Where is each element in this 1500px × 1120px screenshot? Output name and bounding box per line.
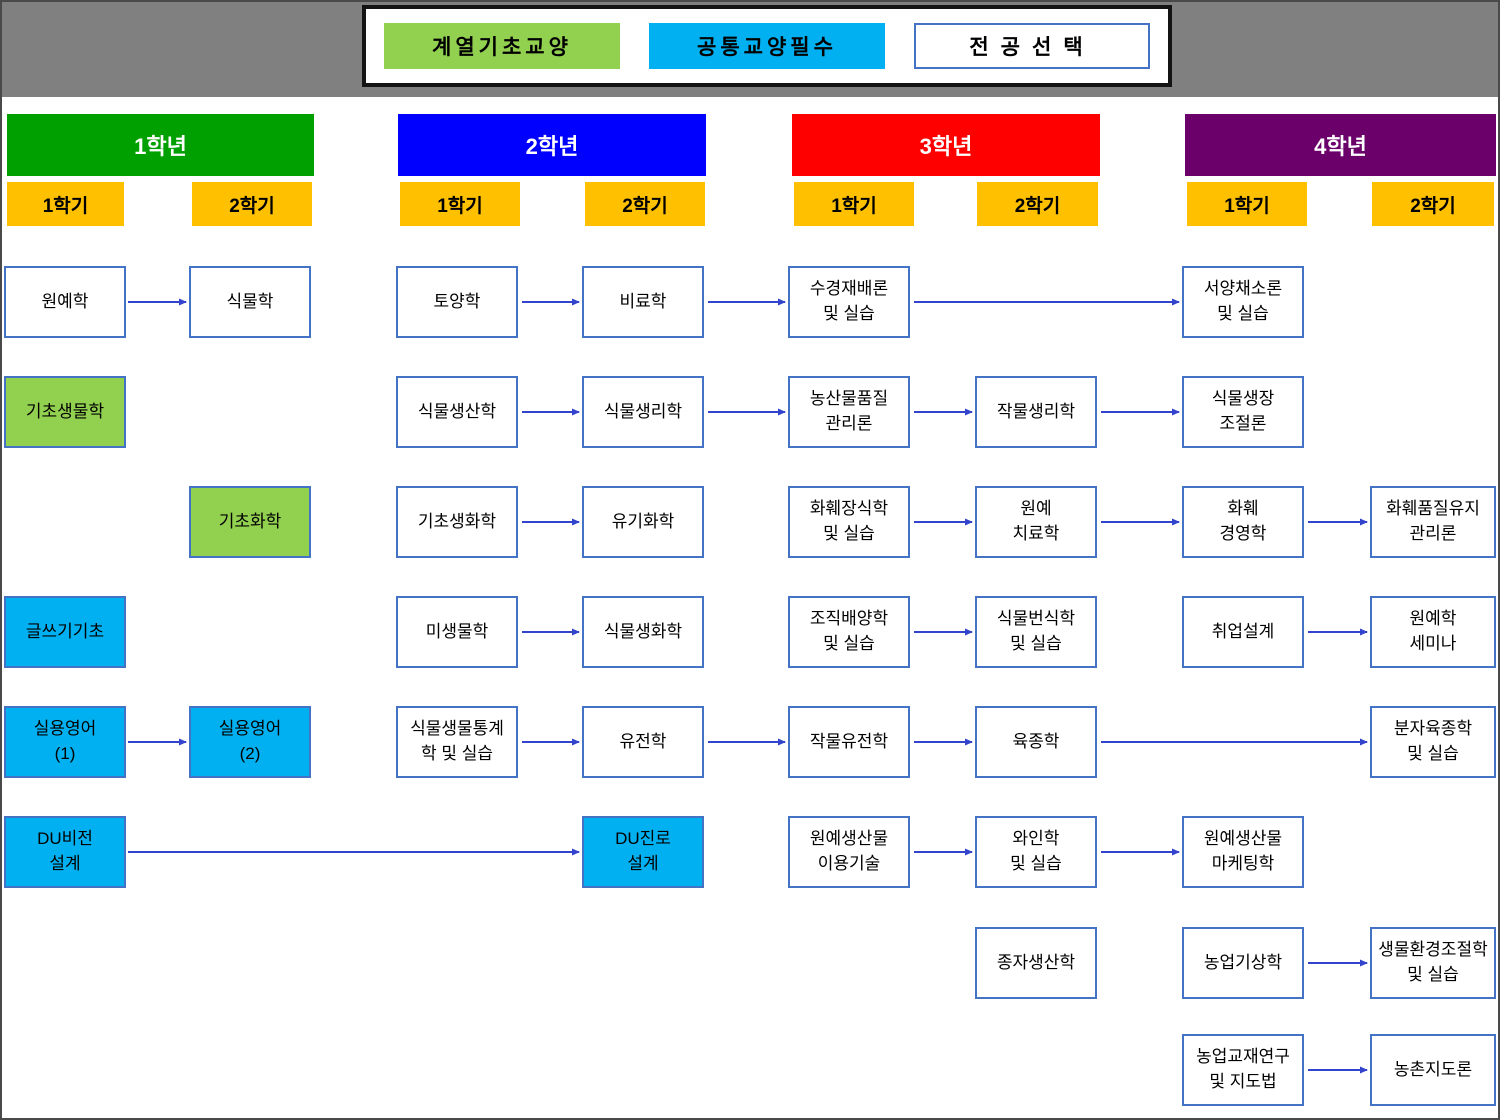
course-box: 식물생물통계 학 및 실습 (396, 706, 518, 778)
course-box: 기초화학 (189, 486, 311, 558)
course-box: 작물유전학 (788, 706, 910, 778)
course-box: 농업교재연구 및 지도법 (1182, 1034, 1304, 1106)
year-header-3: 3학년 (792, 114, 1100, 176)
course-box: 식물생장 조절론 (1182, 376, 1304, 448)
course-box: 서양채소론 및 실습 (1182, 266, 1304, 338)
course-box: 수경재배론 및 실습 (788, 266, 910, 338)
semester-label-y4s1: 1학기 (1187, 182, 1307, 226)
course-box: 식물생화학 (582, 596, 704, 668)
course-box: 원예생산물 이용기술 (788, 816, 910, 888)
course-box: 화훼 경영학 (1182, 486, 1304, 558)
year-header-1: 1학년 (7, 114, 314, 176)
course-box: 화훼품질유지 관리론 (1370, 486, 1496, 558)
course-box: 육종학 (975, 706, 1097, 778)
course-box: 식물번식학 및 실습 (975, 596, 1097, 668)
semester-label-y2s2: 2학기 (585, 182, 705, 226)
course-box: DU비전 설계 (4, 816, 126, 888)
course-box: 농업기상학 (1182, 927, 1304, 999)
semester-label-y3s2: 2학기 (977, 182, 1098, 226)
course-box: 기초생화학 (396, 486, 518, 558)
course-box: 비료학 (582, 266, 704, 338)
course-box: 미생물학 (396, 596, 518, 668)
course-box: 화훼장식학 및 실습 (788, 486, 910, 558)
course-box: 식물생리학 (582, 376, 704, 448)
course-box: 유기화학 (582, 486, 704, 558)
semester-label-y3s1: 1학기 (794, 182, 914, 226)
course-box: DU진로 설계 (582, 816, 704, 888)
course-box: 글쓰기기초 (4, 596, 126, 668)
course-box: 와인학 및 실습 (975, 816, 1097, 888)
legend-item-major: 전공선택 (914, 23, 1150, 69)
legend-item-basic: 계열기초교양 (384, 23, 620, 69)
course-box: 원예학 (4, 266, 126, 338)
course-box: 취업설계 (1182, 596, 1304, 668)
course-box: 식물학 (189, 266, 311, 338)
top-strip: 계열기초교양 공통교양필수 전공선택 (2, 2, 1498, 97)
course-box: 원예학 세미나 (1370, 596, 1496, 668)
course-box: 원예생산물 마케팅학 (1182, 816, 1304, 888)
course-box: 실용영어 (1) (4, 706, 126, 778)
course-box: 작물생리학 (975, 376, 1097, 448)
course-box: 농산물품질 관리론 (788, 376, 910, 448)
semester-label-y1s2: 2학기 (192, 182, 312, 226)
year-header-2: 2학년 (398, 114, 706, 176)
semester-label-y4s2: 2학기 (1372, 182, 1494, 226)
course-box: 분자육종학 및 실습 (1370, 706, 1496, 778)
course-box: 생물환경조절학 및 실습 (1370, 927, 1496, 999)
course-box: 유전학 (582, 706, 704, 778)
legend-item-common: 공통교양필수 (649, 23, 885, 69)
course-box: 토양학 (396, 266, 518, 338)
course-box: 원예 치료학 (975, 486, 1097, 558)
course-box: 식물생산학 (396, 376, 518, 448)
course-box: 기초생물학 (4, 376, 126, 448)
legend: 계열기초교양 공통교양필수 전공선택 (362, 5, 1172, 87)
course-box: 조직배양학 및 실습 (788, 596, 910, 668)
year-header-4: 4학년 (1185, 114, 1496, 176)
course-box: 종자생산학 (975, 927, 1097, 999)
semester-label-y1s1: 1학기 (7, 182, 124, 226)
semester-label-y2s1: 1학기 (400, 182, 520, 226)
course-box: 농촌지도론 (1370, 1034, 1496, 1106)
course-box: 실용영어 (2) (189, 706, 311, 778)
